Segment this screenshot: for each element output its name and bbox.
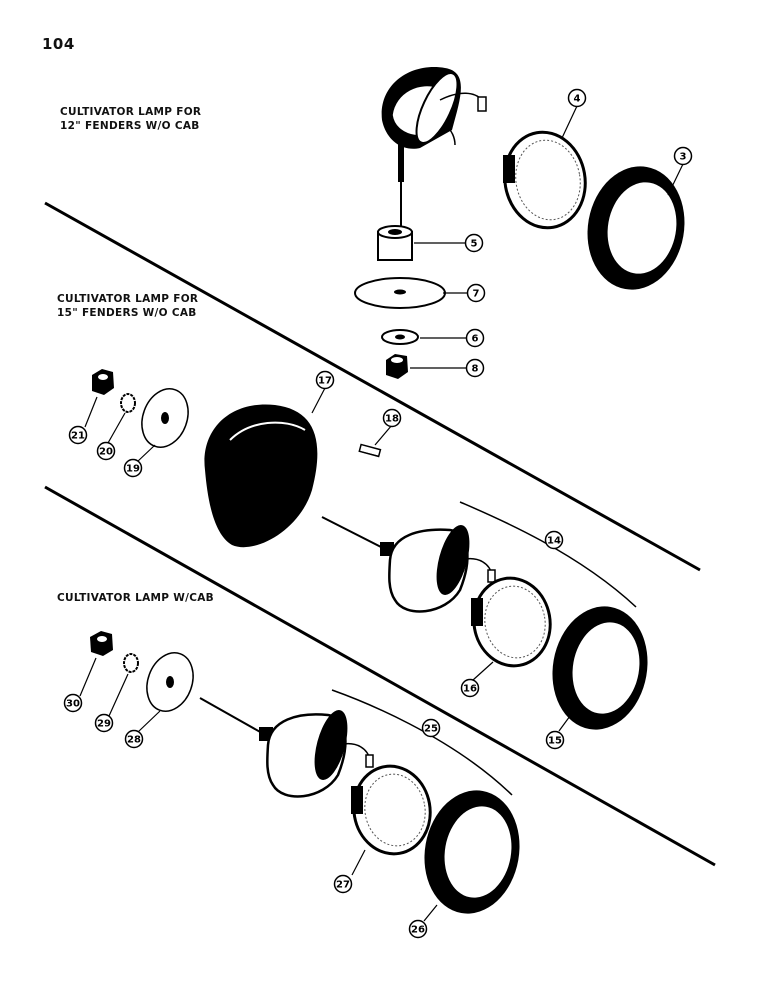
- callout-label: 18: [385, 414, 399, 425]
- callout-label: 5: [471, 239, 478, 250]
- callout-20: 20: [96, 441, 116, 461]
- callout-19: 19: [123, 458, 143, 478]
- callout-label: 25: [424, 724, 438, 735]
- callout-label: 16: [463, 684, 477, 695]
- callout-circle: [545, 730, 565, 750]
- callout-group: 4 3 5 7 6 8 17 18 21 20 19 14 16 15 30 29 28 25 27 26: [63, 88, 693, 939]
- callout-3: 3: [673, 146, 693, 166]
- callout-label: 19: [126, 464, 140, 475]
- callout-label: 15: [548, 736, 562, 747]
- section-title-line: 12" FENDERS W/O CAB: [60, 120, 200, 132]
- callout-label: 26: [411, 925, 425, 936]
- hex-nut-8: [386, 354, 408, 379]
- lamp-bezel-ring-26: [424, 790, 520, 914]
- lamp-housing-14: [321, 516, 496, 613]
- callout-circle: [465, 328, 485, 348]
- small-washer-6: [381, 329, 419, 345]
- callout-label: 17: [318, 376, 332, 387]
- washer-28: [146, 652, 194, 712]
- lamp-bezel-ring-3: [587, 166, 685, 290]
- lock-washer-29: [123, 653, 139, 673]
- callout-circle: [466, 283, 486, 303]
- callout-6: 6: [465, 328, 485, 348]
- callout-circle: [464, 233, 484, 253]
- callout-26: 26: [408, 919, 428, 939]
- callout-circle: [382, 408, 402, 428]
- callout-18: 18: [382, 408, 402, 428]
- callout-21: 21: [68, 425, 88, 445]
- section-title-line: CULTIVATOR LAMP W/CAB: [57, 592, 214, 604]
- page-number: 104: [42, 35, 75, 53]
- section-title-with-cab: CULTIVATOR LAMP W/CAB: [57, 591, 214, 605]
- callout-circle: [315, 370, 335, 390]
- callout-label: 29: [97, 719, 111, 730]
- lamp-housing-top: [381, 67, 487, 230]
- callout-circle: [465, 358, 485, 378]
- callout-circle: [123, 458, 143, 478]
- sealed-beam-27: [351, 764, 432, 856]
- callout-circle: [460, 678, 480, 698]
- callout-label: 6: [472, 334, 479, 345]
- callout-label: 27: [336, 880, 350, 891]
- section-divider: [44, 485, 716, 867]
- callout-label: 30: [66, 699, 80, 710]
- callout-circle: [94, 713, 114, 733]
- callout-label: 21: [71, 431, 85, 442]
- lamp-shell-17: [204, 404, 318, 548]
- callout-circle: [673, 146, 693, 166]
- callout-label: 14: [547, 536, 561, 547]
- lock-washer-20: [120, 393, 136, 413]
- section-title-line: CULTIVATOR LAMP FOR: [60, 106, 202, 118]
- hex-nut-21: [92, 369, 114, 395]
- callout-29: 29: [94, 713, 114, 733]
- hex-nut-30: [90, 631, 113, 656]
- section-title-12in-fenders: CULTIVATOR LAMP FOR 12" FENDERS W/O CAB: [60, 105, 201, 133]
- section-title-15in-fenders: CULTIVATOR LAMP FOR 15" FENDERS W/O CAB: [57, 292, 198, 320]
- section-title-line: CULTIVATOR LAMP FOR: [57, 293, 199, 305]
- callout-label: 3: [680, 152, 687, 163]
- section-title-line: 15" FENDERS W/O CAB: [57, 307, 197, 319]
- section-divider: [44, 201, 701, 572]
- sealed-beam-16: [471, 576, 552, 668]
- callout-circle: [333, 874, 353, 894]
- washer-19: [141, 388, 189, 448]
- callout-circle: [544, 530, 564, 550]
- callout-28: 28: [124, 729, 144, 749]
- callout-label: 7: [473, 289, 480, 300]
- callout-circle: [96, 441, 116, 461]
- callout-17: 17: [315, 370, 335, 390]
- callout-circle: [68, 425, 88, 445]
- callout-label: 28: [127, 735, 141, 746]
- callout-circle: [63, 693, 83, 713]
- callout-5: 5: [464, 233, 484, 253]
- callout-16: 16: [460, 678, 480, 698]
- leader-lines: [79, 105, 684, 922]
- lamp-housing-25: [199, 697, 374, 798]
- callout-15: 15: [545, 730, 565, 750]
- callout-label: 8: [472, 364, 479, 375]
- callout-14: 14: [544, 530, 564, 550]
- sealed-beam-4: [503, 130, 587, 230]
- callout-8: 8: [465, 358, 485, 378]
- callout-circle: [421, 718, 441, 738]
- large-washer-7: [354, 277, 446, 309]
- lamp-bezel-ring-15: [552, 606, 648, 730]
- screw-18: [358, 443, 382, 458]
- callout-circle: [124, 729, 144, 749]
- bracket-line-14: [459, 501, 637, 608]
- callout-label: 20: [99, 447, 113, 458]
- callout-label: 4: [574, 94, 581, 105]
- callout-circle: [567, 88, 587, 108]
- spacer-5: [377, 225, 413, 261]
- callout-30: 30: [63, 693, 83, 713]
- bracket-line-25: [331, 689, 513, 796]
- callout-4: 4: [567, 88, 587, 108]
- callout-circle: [408, 919, 428, 939]
- callout-7: 7: [466, 283, 486, 303]
- callout-27: 27: [333, 874, 353, 894]
- callout-25: 25: [421, 718, 441, 738]
